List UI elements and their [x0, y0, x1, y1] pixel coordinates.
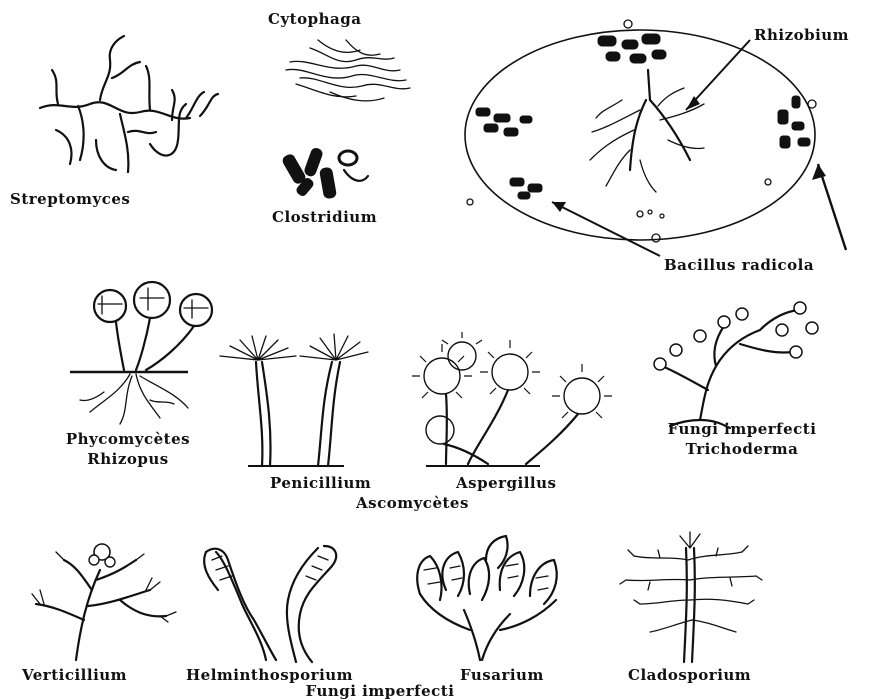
label-cladosporium: Cladosporium — [628, 666, 751, 684]
aspergillus-drawing — [412, 332, 612, 466]
nitrogen-cycle-drawing — [465, 20, 846, 256]
label-ascomycetes: Ascomycètes — [356, 494, 469, 512]
fusarium-drawing — [417, 536, 557, 660]
label-aspergillus: Aspergillus — [456, 474, 556, 492]
label-clostridium: Clostridium — [272, 208, 377, 226]
rhizopus-drawing — [70, 282, 212, 424]
label-cytophaga: Cytophaga — [268, 10, 361, 28]
penicillium-drawing — [220, 334, 368, 466]
label-verticillium: Verticillium — [22, 666, 127, 684]
cytophaga-drawing — [286, 40, 410, 101]
label-bacillus-radicola: Bacillus radicola — [664, 256, 814, 274]
label-phycomycetes: Phycomycètes — [38, 430, 218, 448]
cladosporium-drawing — [620, 532, 762, 662]
label-trichoderma: Trichoderma — [612, 440, 872, 458]
helminthosporium-drawing — [204, 546, 336, 662]
verticillium-drawing — [32, 544, 176, 660]
label-streptomyces: Streptomyces — [10, 190, 130, 208]
label-rhizopus: Rhizopus — [38, 450, 218, 468]
label-rhizobium: Rhizobium — [754, 26, 849, 44]
streptomyces-drawing — [40, 36, 218, 172]
label-fungi-imperfecti-bottom: Fungi imperfecti — [280, 682, 480, 700]
trichoderma-drawing — [654, 302, 818, 428]
label-fungi-imperfecti-top: Fungi imperfecti — [612, 420, 872, 438]
label-penicillium: Penicillium — [270, 474, 371, 492]
clostridium-drawing — [281, 147, 368, 199]
